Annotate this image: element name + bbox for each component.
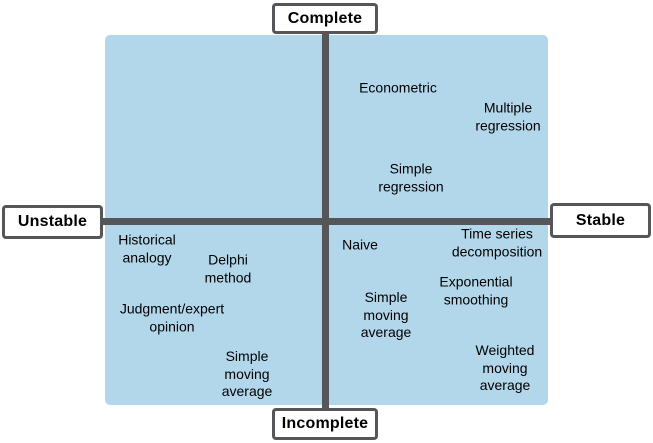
method-label-delphi-method: Delphi method [204,251,252,286]
axis-label-incomplete-text: Incomplete [281,415,369,432]
axis-label-unstable-text: Unstable [17,213,88,230]
axis-label-complete: Complete [272,3,378,34]
method-label-historical-analogy: Historical analogy [118,231,176,266]
horizontal-axis-line [103,218,550,225]
method-label-judgment-expert-opinion: Judgment/expert opinion [119,300,225,335]
method-label-simple-regression: Simple regression [378,160,444,195]
axis-label-complete-text: Complete [287,9,363,27]
method-label-simple-moving-average-right: Simple moving average [360,288,412,340]
axis-label-unstable: Unstable [2,205,103,239]
method-label-simple-moving-average-left: Simple moving average [221,347,273,399]
method-label-naive: Naive [342,236,378,253]
method-label-weighted-moving-average: Weighted moving average [475,341,535,393]
axis-label-incomplete: Incomplete [272,408,378,440]
axis-label-stable-text: Stable [575,211,626,229]
axis-label-stable: Stable [550,203,651,238]
method-label-exponential-smoothing: Exponential smoothing [439,273,513,308]
method-label-time-series-decomposition: Time series decomposition [451,225,543,260]
method-label-multiple-regression: Multiple regression [475,99,541,134]
method-label-econometric: Econometric [359,79,437,96]
